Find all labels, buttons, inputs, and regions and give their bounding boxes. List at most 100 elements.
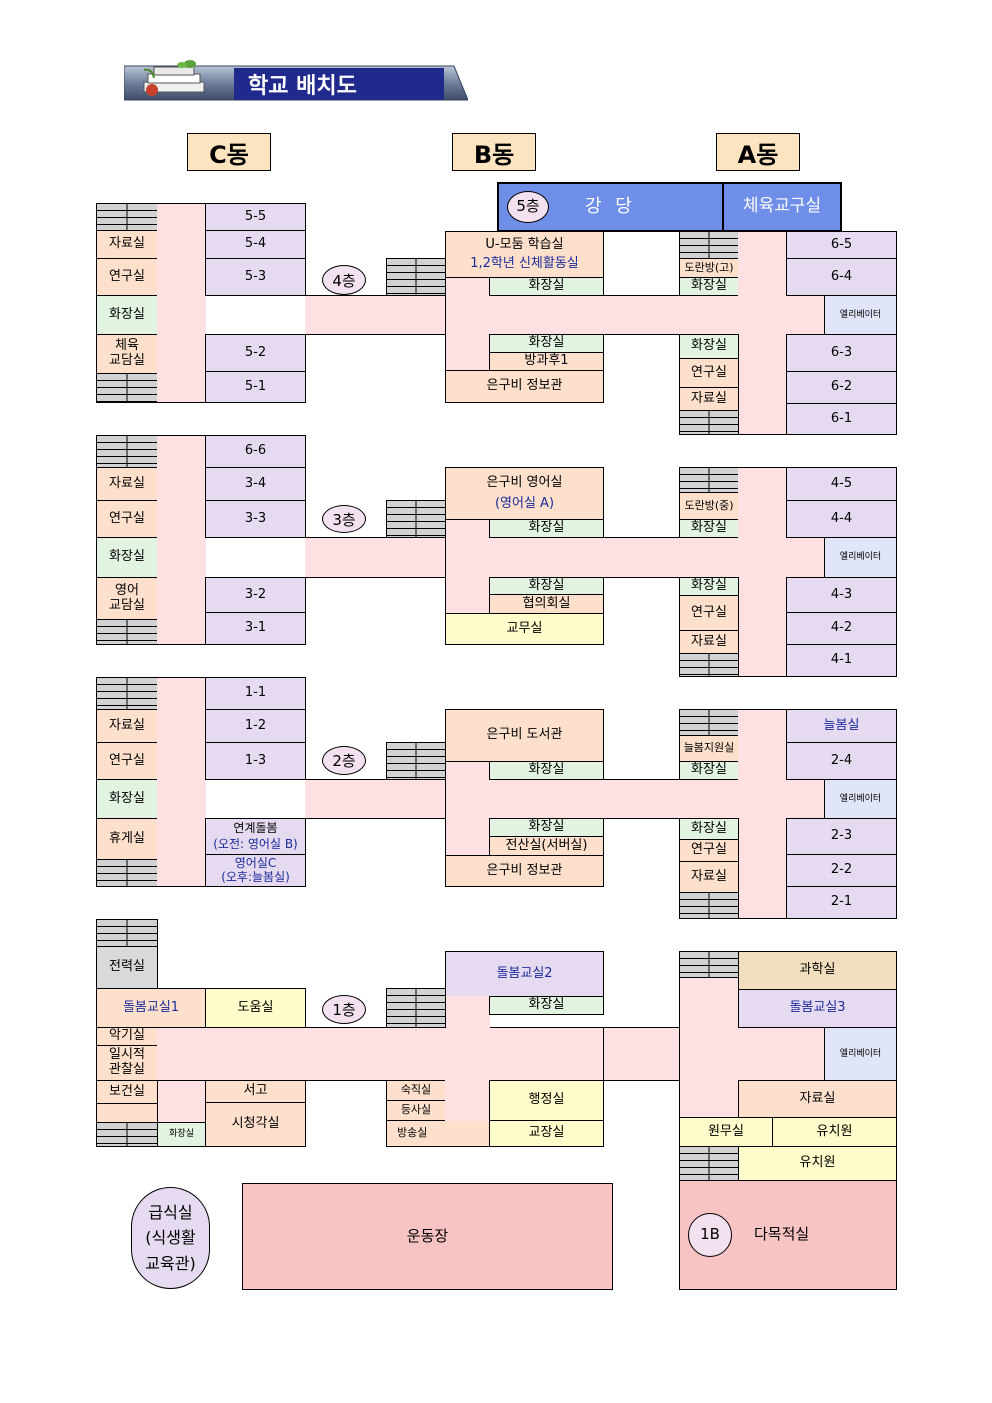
- classroom: 1-1: [205, 677, 306, 710]
- research-room: 연구실: [96, 500, 158, 538]
- kindergarten-office: 원무실: [679, 1117, 773, 1147]
- restroom: 화장실: [679, 577, 739, 596]
- research-room: 연구실: [96, 742, 158, 780]
- classroom: 4-3: [786, 577, 897, 613]
- stairs: [96, 919, 158, 947]
- auditorium-label: 강 당: [585, 195, 636, 217]
- hallway: [738, 709, 787, 919]
- elevator: 엘리베이터: [824, 779, 897, 819]
- books-icon: [134, 60, 214, 100]
- classroom: 4-1: [786, 644, 897, 677]
- meeting-room: 협의회실: [489, 594, 604, 614]
- english-c-sub: (오후:늘봄실): [221, 869, 290, 884]
- stairs: [679, 709, 739, 736]
- stairs: [679, 410, 739, 435]
- title-banner-graphic: [124, 65, 468, 101]
- multipurpose-label: 다목적실: [754, 1225, 810, 1244]
- restroom: 화장실: [489, 818, 604, 837]
- research-room: 연구실: [679, 358, 739, 388]
- restroom: 화장실: [679, 761, 739, 780]
- classroom: 4-4: [786, 500, 897, 538]
- print-room: 등사실: [386, 1100, 446, 1121]
- restroom: 화장실: [489, 996, 604, 1015]
- stairs: [96, 859, 158, 887]
- administration-office: 행정실: [489, 1080, 604, 1121]
- restroom: 화장실: [679, 519, 739, 538]
- cafeteria: 급식실 (식생활 교육관): [131, 1187, 210, 1289]
- stairs: [96, 677, 158, 710]
- page-title: 학교 배치도: [248, 74, 357, 99]
- elevator: 엘리베이터: [824, 1027, 897, 1081]
- book-storage: 서고: [205, 1080, 306, 1103]
- stairs: [679, 467, 739, 493]
- english-room-sub: (영어실 A): [494, 495, 555, 511]
- after-school-room: 방과후1: [489, 352, 604, 371]
- stairs: [96, 373, 158, 403]
- stairs: [386, 988, 446, 1028]
- lounge: 휴게실: [96, 818, 158, 860]
- building-c-label: C동: [187, 133, 271, 171]
- floor-label-1f: 1층: [322, 995, 366, 1024]
- library: 은구비 도서관: [445, 709, 604, 762]
- floor-label-b1: 1B: [688, 1213, 732, 1257]
- playground: 운동장: [242, 1183, 613, 1290]
- classroom: 3-2: [205, 577, 306, 613]
- classroom: 1-3: [205, 742, 306, 780]
- care-link-label: 연계돌봄: [233, 820, 278, 835]
- archive-room: 자료실: [679, 861, 739, 893]
- archive-room: 자료실: [96, 467, 158, 501]
- kindergarten-room: 유치원: [772, 1117, 897, 1147]
- classroom: 6-3: [786, 334, 897, 372]
- classroom: 6-2: [786, 371, 897, 404]
- health-room: 보건실: [96, 1080, 158, 1104]
- helper-room: 도움실: [205, 988, 306, 1028]
- u-learning-room: U-모둠 학습실 1,2학년 신체활동실: [445, 231, 604, 278]
- stairs: [679, 951, 739, 978]
- info-center: 은구비 정보관: [445, 370, 604, 403]
- corridor: [157, 1027, 679, 1081]
- classroom: 6-5: [786, 231, 897, 259]
- building-b-label: B동: [452, 133, 536, 171]
- care-room-1: 돌봄교실1: [96, 988, 206, 1028]
- classroom: 4-5: [786, 467, 897, 501]
- instrument-room: 악기실: [96, 1027, 158, 1046]
- server-room: 전산실(서버실): [489, 836, 604, 856]
- principal-office: 교장실: [489, 1120, 604, 1147]
- stairs: [386, 258, 446, 296]
- building-a-label: A동: [716, 133, 800, 171]
- classroom: 2-4: [786, 742, 897, 780]
- classroom: 6-6: [205, 435, 306, 468]
- temporary-care-room: 일시적 관찰실: [96, 1045, 158, 1081]
- stairs: [96, 1122, 158, 1147]
- floor-label-5f: 5층: [507, 191, 549, 223]
- stairs: [96, 435, 158, 468]
- archive-room: 자료실: [679, 387, 739, 411]
- stairs: [679, 892, 739, 919]
- care-room-3: 돌봄교실3: [738, 989, 897, 1028]
- english-c-label: 영어실C: [234, 855, 277, 870]
- stairs: [679, 1146, 739, 1181]
- hallway: [738, 467, 787, 677]
- classroom: 2-3: [786, 818, 897, 855]
- floor-label-2f: 2층: [322, 746, 366, 775]
- auditorium: 5층 강 당: [497, 182, 724, 232]
- restroom: 화장실: [489, 761, 604, 780]
- health-room-annex: [96, 1103, 158, 1123]
- restroom: 화장실: [489, 577, 604, 595]
- stairs: [679, 231, 739, 259]
- restroom: 화장실: [489, 519, 604, 538]
- classroom: 5-3: [205, 258, 306, 296]
- archive-room: 자료실: [679, 630, 739, 654]
- english-room-label: 은구비 영어실: [486, 474, 563, 490]
- archive-room: 자료실: [738, 1080, 897, 1118]
- restroom: 화장실: [96, 537, 158, 578]
- english-room: 은구비 영어실 (영어실 A): [445, 467, 604, 520]
- classroom: 3-1: [205, 612, 306, 645]
- restroom: 화장실: [679, 334, 739, 359]
- science-room: 과학실: [738, 951, 897, 990]
- hallway: [157, 435, 206, 645]
- care-link-sub: (오전: 영어실 B): [213, 836, 298, 851]
- title-banner: 학교 배치도: [124, 60, 468, 104]
- restroom: 화장실: [679, 818, 739, 840]
- care-room-2: 돌봄교실2: [445, 951, 604, 997]
